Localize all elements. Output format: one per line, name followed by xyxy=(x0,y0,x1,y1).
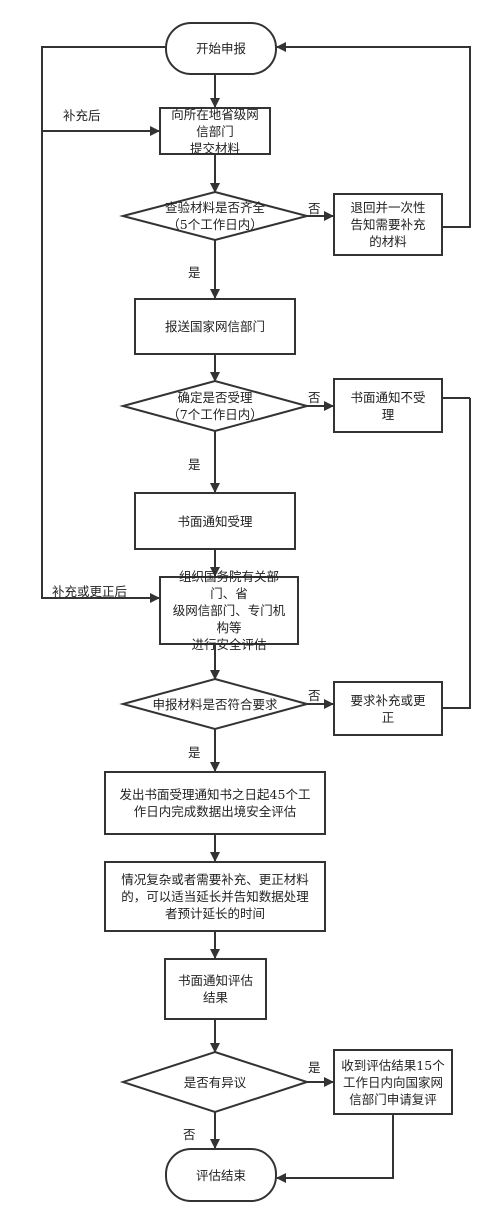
decide-yes-label: 是 xyxy=(188,457,201,472)
notify-accept-label: 书面通知受理 xyxy=(177,513,253,529)
check-materials-text: 查验材料是否齐全 （5个工作日内） xyxy=(164,200,265,232)
notify-reject-label: 书面通知不受 理 xyxy=(350,389,426,422)
forward-label: 报送国家网信部门 xyxy=(164,319,265,334)
meets-requirements-text: 申报材料是否符合要求 xyxy=(152,696,278,712)
submit-box: 向所在地省级网信部门 提交材料 xyxy=(159,106,271,156)
supplement-loop-line xyxy=(41,46,165,136)
end-label: 评估结束 xyxy=(195,1167,246,1183)
notify-result-label: 书面通知评估 结果 xyxy=(177,973,253,1005)
start-node: 开始申报 xyxy=(165,22,277,75)
complete-assessment-box: 发出书面受理通知书之日起45个工 作日内完成数据出境安全评估 xyxy=(104,771,326,835)
organize-assessment-label: 组织国务院有关部门、省 级网信部门、专门机构等 进行安全评估 xyxy=(172,569,286,652)
complete-assessment-label: 发出书面受理通知书之日起45个工 作日内完成数据出境安全评估 xyxy=(119,787,311,819)
correction-loop-line xyxy=(41,131,160,603)
meets-diamond xyxy=(119,677,311,731)
review-box: 收到评估结果15个 工作日内向国家网 信部门申请复评 xyxy=(333,1049,453,1115)
return-materials-box: 退回并一次性 告知需要补充 的材料 xyxy=(333,193,443,256)
meets-no-label: 否 xyxy=(308,688,321,703)
check-diamond xyxy=(119,190,311,242)
decide-diamond xyxy=(119,379,311,433)
objection-no-label: 否 xyxy=(183,1127,196,1142)
objection-yes-label: 是 xyxy=(308,1060,321,1075)
notify-result-box: 书面通知评估 结果 xyxy=(164,958,267,1020)
notify-reject-box: 书面通知不受 理 xyxy=(333,378,443,433)
check-yes-label: 是 xyxy=(188,265,201,280)
decide-no-label: 否 xyxy=(308,390,321,405)
correction-to-start-line xyxy=(443,398,471,709)
review-label: 收到评估结果15个 工作日内向国家网 信部门申请复评 xyxy=(341,1057,445,1107)
start-label: 开始申报 xyxy=(195,41,246,56)
forward-box: 报送国家网信部门 xyxy=(134,298,296,355)
after-supplement-or-correction-label: 补充或更正后 xyxy=(52,584,128,599)
review-to-end-line xyxy=(276,1115,394,1183)
request-correction-box: 要求补充或更 正 xyxy=(333,681,443,736)
extension-box: 情况复杂或者需要补充、更正材料 的，可以适当延长并告知数据处理 者预计延长的时间 xyxy=(104,861,326,932)
return-to-start-line xyxy=(276,42,471,228)
organize-assessment-box: 组织国务院有关部门、省 级网信部门、专门机构等 进行安全评估 xyxy=(159,569,299,652)
objection-diamond xyxy=(119,1050,311,1114)
submit-label: 向所在地省级网信部门 提交材料 xyxy=(171,106,259,156)
return-materials-label: 退回并一次性 告知需要补充 的材料 xyxy=(350,200,426,249)
after-supplement-label: 补充后 xyxy=(63,108,101,123)
notify-accept-box: 书面通知受理 xyxy=(134,492,296,550)
request-correction-label: 要求补充或更 正 xyxy=(350,692,426,725)
check-no-label: 否 xyxy=(308,201,321,216)
decide-accept-text: 确定是否受理 （7个工作日内） xyxy=(167,390,263,422)
objection-text: 是否有异议 xyxy=(183,1074,247,1090)
end-node: 评估结束 xyxy=(165,1148,277,1202)
extension-label: 情况复杂或者需要补充、更正材料 的，可以适当延长并告知数据处理 者预计延长的时间 xyxy=(121,872,309,921)
meets-yes-label: 是 xyxy=(188,745,201,760)
